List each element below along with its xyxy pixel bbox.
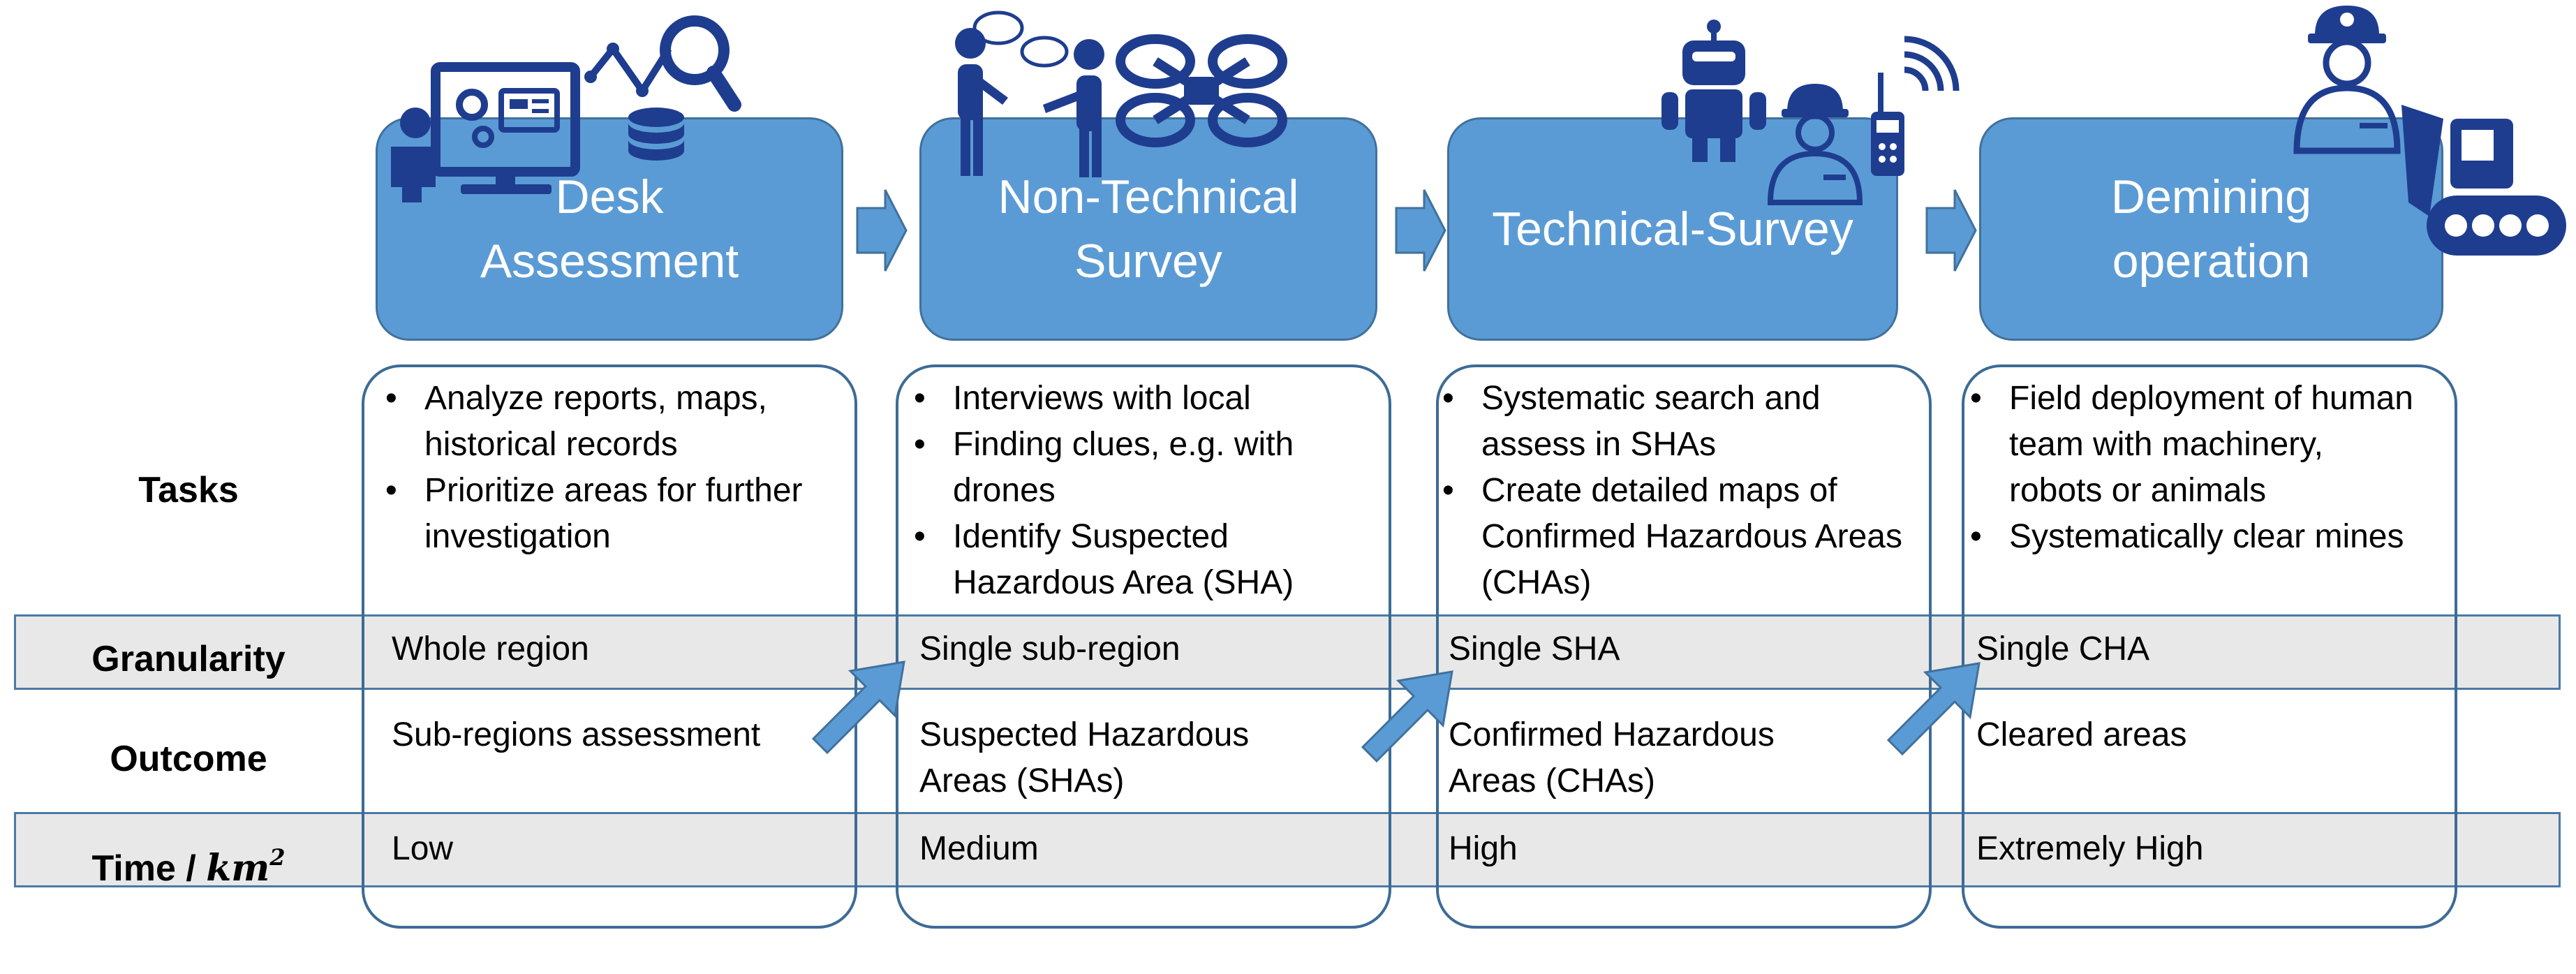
column-box-non-technical-survey (896, 364, 1391, 929)
task-item: Systematically clear mines (1966, 514, 2413, 560)
time-technical-survey: High (1449, 830, 1518, 867)
column-box-desk-assessment (362, 364, 857, 929)
task-item: Interviews with local (910, 376, 1294, 422)
row-label-outcome: Outcome (110, 739, 267, 779)
column-box-demining-operation (1962, 364, 2457, 929)
stage-technical-survey: Technical-Survey (1447, 117, 1898, 341)
task-item: Analyze reports, maps,historical records (381, 376, 803, 468)
arrow-right-icon (1395, 189, 1446, 272)
row-label-granularity: Granularity (91, 639, 286, 679)
row-label-tasks: Tasks (138, 470, 239, 510)
magnifier-icon (660, 15, 741, 112)
granularity-desk-assessment: Whole region (392, 630, 589, 667)
outcome-desk-assessment: Sub-regions assessment (392, 716, 761, 753)
time-demining-operation: Extremely High (1976, 830, 2204, 867)
time-unit: km (206, 847, 270, 890)
granularity-technical-survey: Single SHA (1449, 630, 1620, 667)
granularity-demining-operation: Single CHA (1976, 630, 2150, 667)
granularity-band (14, 614, 2561, 690)
line-chart-icon (584, 43, 672, 98)
tasks-non-technical-survey: Interviews with local Finding clues, e.g… (910, 376, 1294, 606)
task-item: Prioritize areas for furtherinvestigatio… (381, 468, 803, 560)
granularity-non-technical-survey: Single sub-region (919, 630, 1180, 667)
time-band (14, 812, 2561, 887)
row-label-time: Time / km2 (91, 844, 286, 890)
arrow-right-icon (856, 189, 908, 272)
column-box-technical-survey (1436, 364, 1932, 929)
tasks-desk-assessment: Analyze reports, maps,historical records… (381, 376, 803, 560)
outcome-demining-operation: Cleared areas (1976, 716, 2187, 753)
time-desk-assessment: Low (392, 830, 454, 867)
time-non-technical-survey: Medium (919, 830, 1039, 867)
arrow-right-icon (1925, 189, 1977, 272)
